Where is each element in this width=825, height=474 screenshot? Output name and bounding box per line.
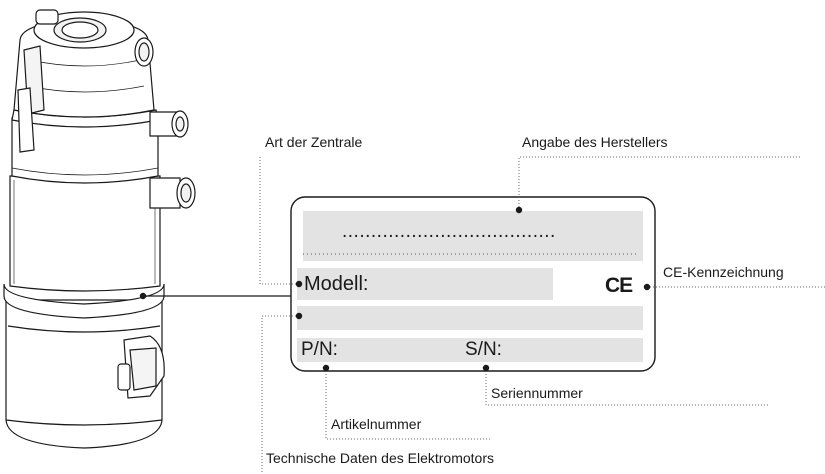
manufacturer-dots: ..................................... bbox=[342, 221, 556, 242]
type-plate bbox=[290, 196, 656, 372]
model-field bbox=[297, 268, 553, 300]
ce-mark: CE bbox=[605, 274, 633, 297]
label-seriennummer: Seriennummer bbox=[491, 385, 583, 401]
manufacturer-field bbox=[303, 211, 643, 261]
leader-artikelnummer bbox=[325, 368, 490, 440]
pn-label: P/N: bbox=[301, 339, 338, 360]
label-angabe-des-herstellers: Angabe des Herstellers bbox=[522, 134, 668, 150]
sn-label: S/N: bbox=[465, 339, 502, 360]
leader-angabe-des-herstellers bbox=[518, 156, 800, 210]
leader-lines bbox=[259, 156, 825, 474]
motor-data-field bbox=[297, 306, 643, 330]
label-artikelnummer: Artikelnummer bbox=[331, 416, 422, 432]
leader-dots bbox=[139, 206, 651, 372]
part-serial-field bbox=[297, 338, 643, 362]
label-ce-kennzeichnung: CE-Kennzeichnung bbox=[663, 264, 784, 280]
model-label: Modell: bbox=[304, 273, 369, 295]
leader-technische-daten bbox=[261, 315, 299, 474]
central-vacuum-unit-illustration bbox=[3, 9, 196, 449]
leader-art-der-zentrale bbox=[259, 157, 299, 285]
leader-seriennummer bbox=[485, 368, 770, 406]
label-art-der-zentrale: Art der Zentrale bbox=[265, 134, 363, 150]
label-technische-daten: Technische Daten des Elektromotors bbox=[266, 450, 494, 466]
